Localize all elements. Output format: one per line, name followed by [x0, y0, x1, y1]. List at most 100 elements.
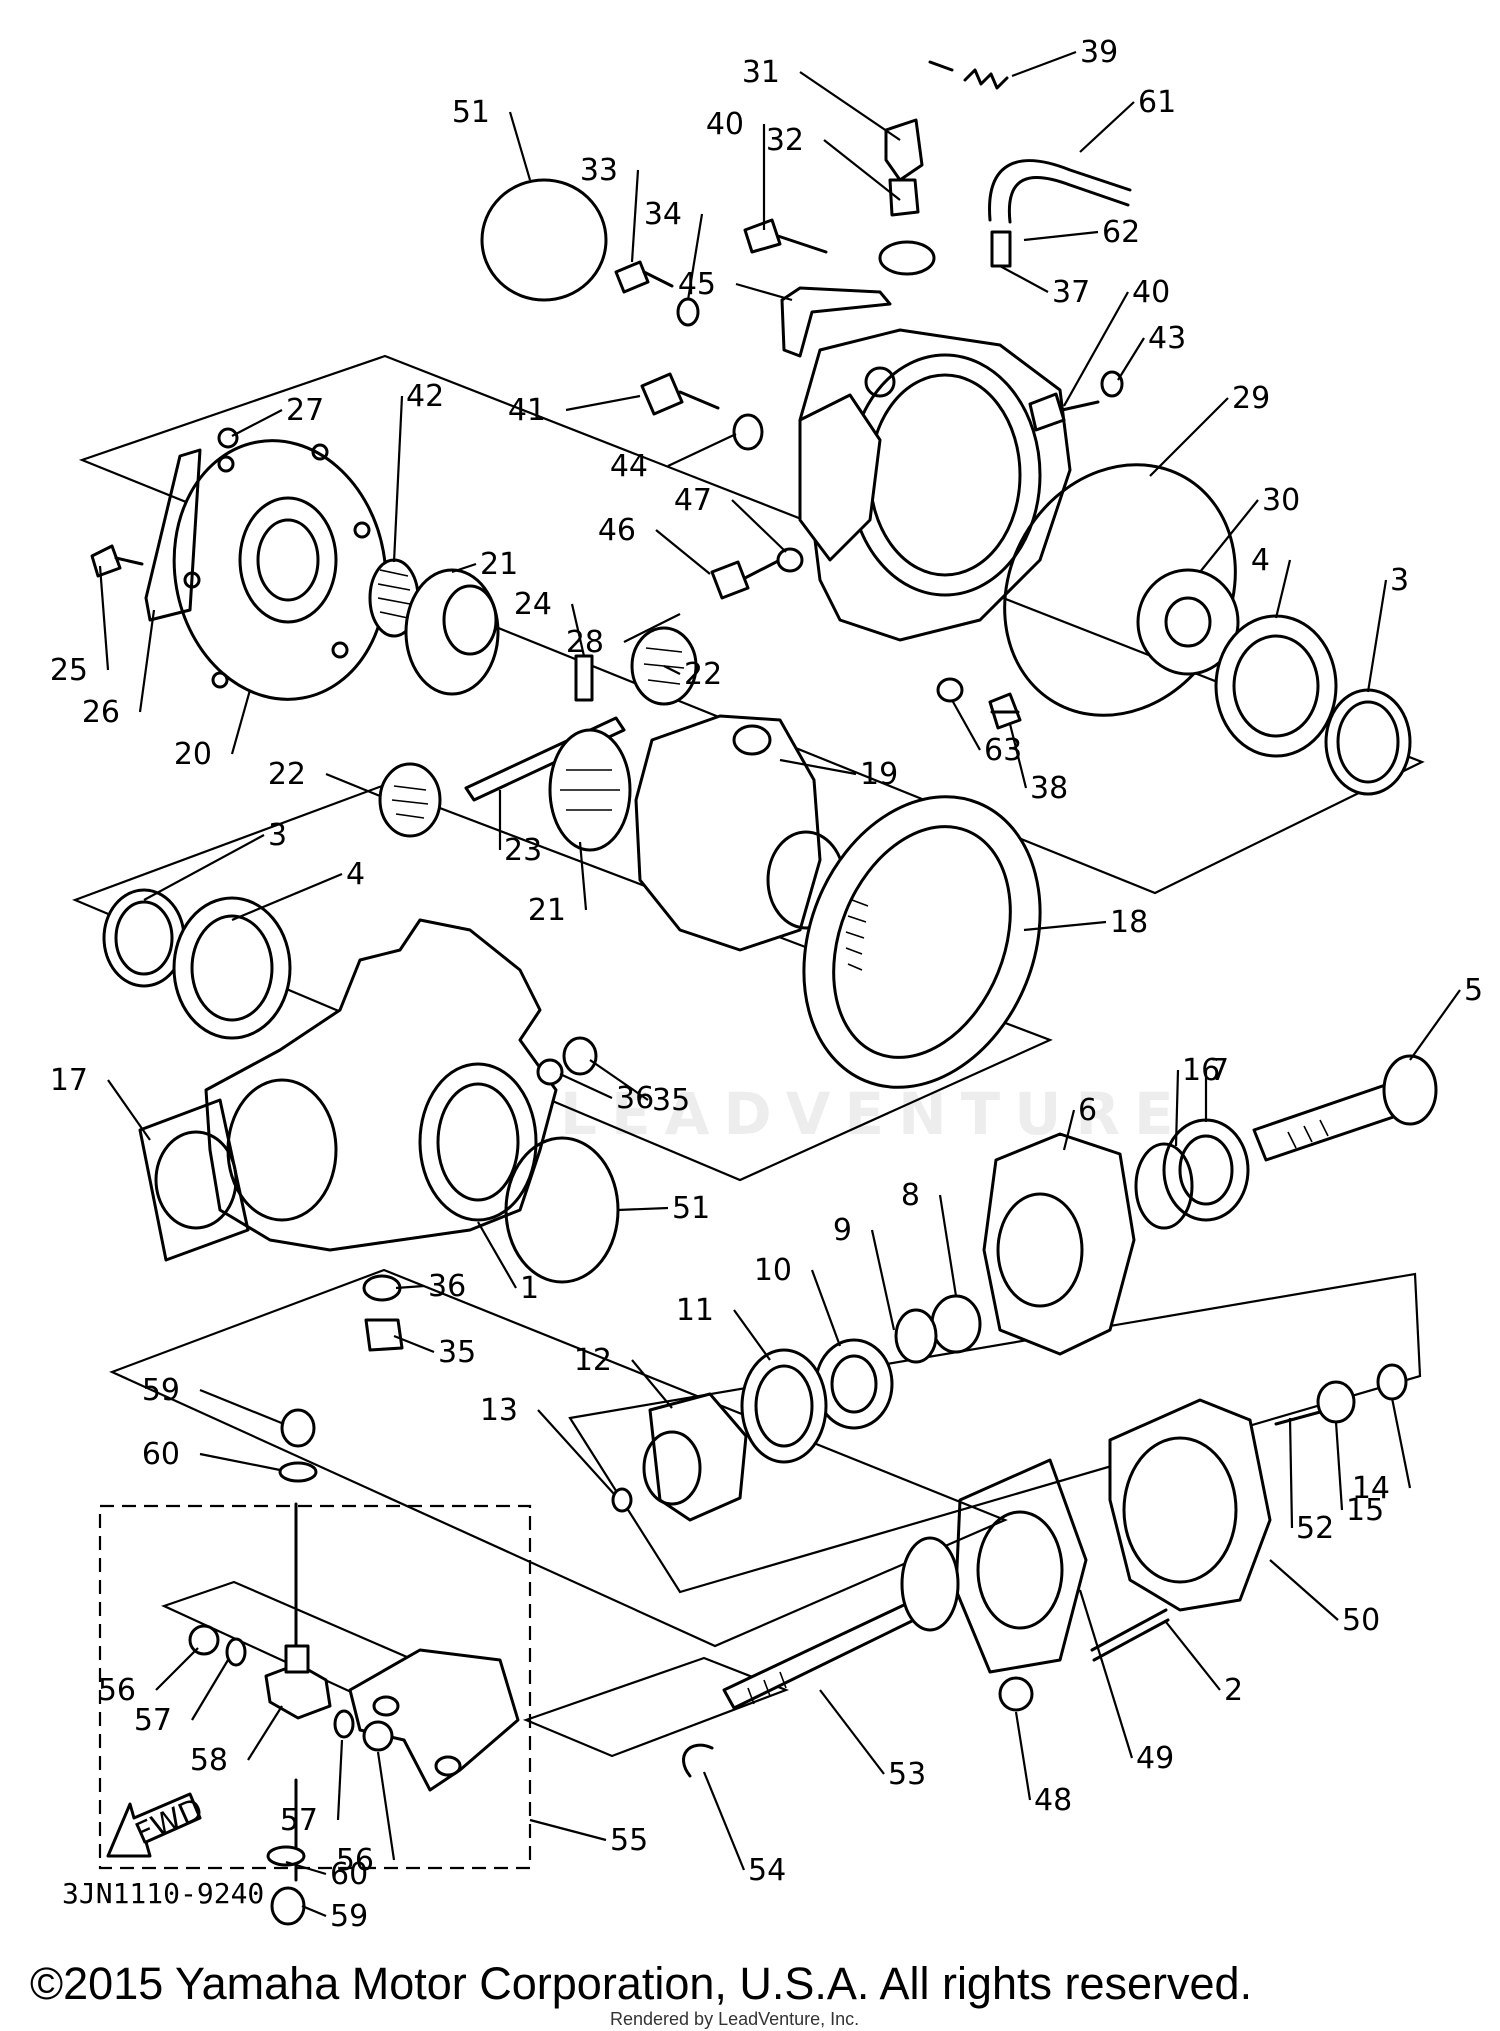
callout-4: 4 — [1251, 543, 1270, 578]
callout-1: 1 — [520, 1271, 539, 1306]
callout-leader-58 — [247, 1705, 283, 1761]
callout-leader-15 — [1334, 1421, 1344, 1511]
callout-leader-11 — [733, 1309, 771, 1361]
callout-leader-22 — [325, 772, 381, 798]
callout-50: 50 — [1342, 1603, 1380, 1638]
callout-leader-32 — [823, 139, 901, 201]
callout-42: 42 — [406, 379, 444, 414]
callout-leader-30 — [1199, 499, 1259, 573]
callout-numbers: 1233445678910111213141516171819202121222… — [50, 35, 1483, 1934]
callout-leader-50 — [1269, 1559, 1339, 1621]
callout-39: 39 — [1080, 35, 1118, 70]
callout-45: 45 — [678, 267, 716, 302]
callout-28: 28 — [566, 625, 604, 660]
universal-joint-group — [106, 1408, 520, 1926]
callout-leader-35 — [393, 1334, 435, 1354]
callout-51: 51 — [672, 1191, 710, 1226]
callout-54: 54 — [748, 1853, 786, 1888]
callout-leader-6 — [1062, 1109, 1076, 1151]
callout-leader-51 — [617, 1206, 669, 1212]
callout-leader-57 — [336, 1739, 344, 1821]
callout-12: 12 — [574, 1343, 612, 1378]
callout-51: 51 — [452, 95, 490, 130]
callout-27: 27 — [286, 393, 324, 428]
callout-leader-13 — [537, 1409, 615, 1495]
callout-60: 60 — [330, 1857, 368, 1892]
callout-4: 4 — [346, 857, 365, 892]
callout-63: 63 — [984, 733, 1022, 768]
upper-case-group — [480, 60, 1412, 796]
callout-44: 44 — [610, 449, 648, 484]
callout-leader-36 — [395, 1284, 425, 1290]
callout-leader-41 — [565, 394, 641, 412]
callout-leader-28 — [623, 613, 681, 643]
callout-leader-40 — [1063, 291, 1129, 407]
callout-leader-14 — [1390, 1397, 1412, 1489]
callout-leader-21 — [451, 562, 477, 574]
callout-leader-16 — [1174, 1069, 1180, 1147]
callout-25: 25 — [50, 653, 88, 688]
callout-59: 59 — [142, 1373, 180, 1408]
callout-18: 18 — [1110, 905, 1148, 940]
callout-30: 30 — [1262, 483, 1300, 518]
callout-leader-20 — [230, 689, 252, 755]
callout-21: 21 — [480, 547, 518, 582]
callout-57: 57 — [280, 1803, 318, 1838]
callout-leader-2 — [1165, 1621, 1221, 1691]
diagram-code: 3JN1110-9240 — [62, 1877, 265, 1910]
fwd-arrow-icon — [106, 1792, 202, 1858]
callout-leader-45 — [735, 282, 793, 302]
fwd-label: FWD — [130, 1792, 208, 1852]
rendered-by-notice: Rendered by LeadVenture, Inc. — [610, 2009, 860, 2029]
callout-leader-46 — [655, 529, 711, 575]
callout-leader-33 — [630, 169, 640, 263]
callout-10: 10 — [754, 1253, 792, 1288]
callout-55: 55 — [610, 1823, 648, 1858]
callout-leader-62 — [1023, 230, 1099, 242]
callout-56: 56 — [336, 1843, 374, 1878]
callout-leader-31 — [799, 71, 901, 141]
callout-leader-4 — [1274, 559, 1292, 619]
callout-leader-12 — [631, 1359, 673, 1409]
callout-37: 37 — [1052, 275, 1090, 310]
callout-2: 2 — [1224, 1673, 1243, 1708]
callout-35: 35 — [652, 1083, 690, 1118]
callout-leader-36 — [559, 1073, 613, 1099]
callout-leader-35 — [589, 1059, 649, 1101]
callout-52: 52 — [1296, 1511, 1334, 1546]
callout-leader-37 — [999, 265, 1049, 293]
callout-leader-22 — [663, 665, 681, 675]
callout-leader-1 — [477, 1221, 517, 1289]
callout-6: 6 — [1078, 1093, 1097, 1128]
callout-leader-43 — [1117, 337, 1145, 381]
callout-leader-17 — [107, 1079, 151, 1141]
callout-8: 8 — [901, 1178, 920, 1213]
callout-leader-9 — [870, 1229, 896, 1331]
leader-lines — [98, 50, 1461, 1918]
callout-leader-19 — [779, 758, 857, 776]
callout-leader-29 — [1149, 397, 1229, 477]
callout-33: 33 — [580, 153, 618, 188]
callout-leader-26 — [138, 609, 156, 713]
copyright-notice: ©2015 Yamaha Motor Corporation, U.S.A. A… — [30, 1958, 1253, 2009]
callout-22: 22 — [268, 757, 306, 792]
callout-leader-60 — [199, 1452, 281, 1472]
callout-5: 5 — [1464, 973, 1483, 1008]
callout-leader-44 — [667, 433, 737, 467]
callout-leader-42 — [392, 395, 404, 563]
callout-leader-60 — [285, 1860, 327, 1876]
callout-49: 49 — [1136, 1741, 1174, 1776]
callout-leader-3 — [1366, 579, 1388, 693]
callout-leader-56 — [376, 1751, 396, 1861]
callout-leader-4 — [231, 872, 343, 922]
callout-20: 20 — [174, 737, 212, 772]
callout-leader-47 — [731, 499, 787, 553]
pinion-group — [611, 1054, 1438, 1778]
callout-15: 15 — [1346, 1493, 1384, 1528]
callout-35: 35 — [438, 1335, 476, 1370]
callout-leader-21 — [578, 841, 588, 911]
final-case-group — [102, 888, 620, 1352]
callout-leader-48 — [1014, 1711, 1032, 1801]
